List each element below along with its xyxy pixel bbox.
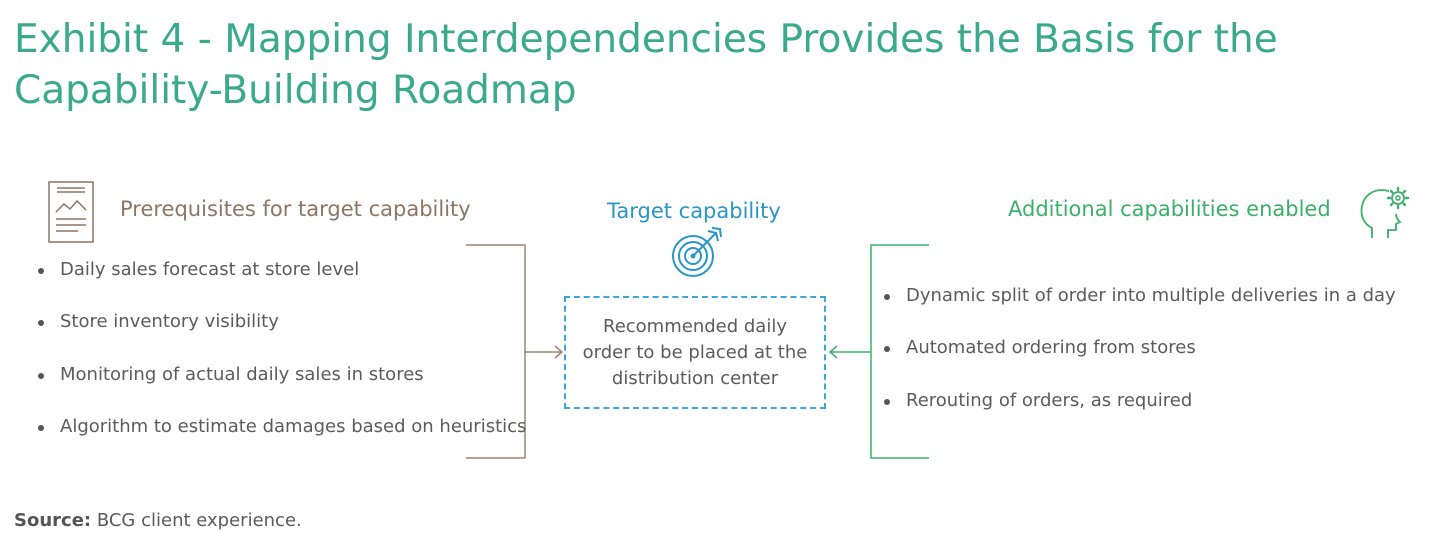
head-gear-icon [1360, 186, 1410, 238]
source-label: Source: [14, 510, 92, 531]
source-note: Source: BCG client experience. [14, 510, 302, 531]
list-item: Dynamic split of order into multiple del… [882, 284, 1396, 336]
prerequisites-list: Daily sales forecast at store level Stor… [36, 258, 526, 467]
target-arrow-icon [672, 227, 722, 277]
prereq-arrow-head [554, 345, 564, 359]
document-chart-icon [48, 181, 94, 243]
list-item: Algorithm to estimate damages based on h… [36, 415, 526, 467]
list-item: Automated ordering from stores [882, 336, 1396, 388]
additional-heading: Additional capabilities enabled [1008, 197, 1331, 221]
prerequisites-heading: Prerequisites for target capability [120, 197, 471, 221]
title-line-1: Exhibit 4 - Mapping Interdependencies Pr… [14, 17, 1278, 62]
list-item: Rerouting of orders, as required [882, 389, 1396, 441]
additional-list: Dynamic split of order into multiple del… [882, 284, 1396, 441]
source-text: BCG client experience. [91, 510, 302, 531]
exhibit-title: Exhibit 4 - Mapping Interdependencies Pr… [14, 14, 1394, 116]
target-heading: Target capability [607, 199, 781, 223]
list-item: Monitoring of actual daily sales in stor… [36, 363, 526, 415]
list-item: Daily sales forecast at store level [36, 258, 526, 310]
additional-arrow-head [828, 345, 838, 359]
target-capability-box: Recommended daily order to be placed at … [564, 296, 826, 409]
title-line-2: Capability-Building Roadmap [14, 68, 577, 113]
list-item: Store inventory visibility [36, 310, 526, 362]
